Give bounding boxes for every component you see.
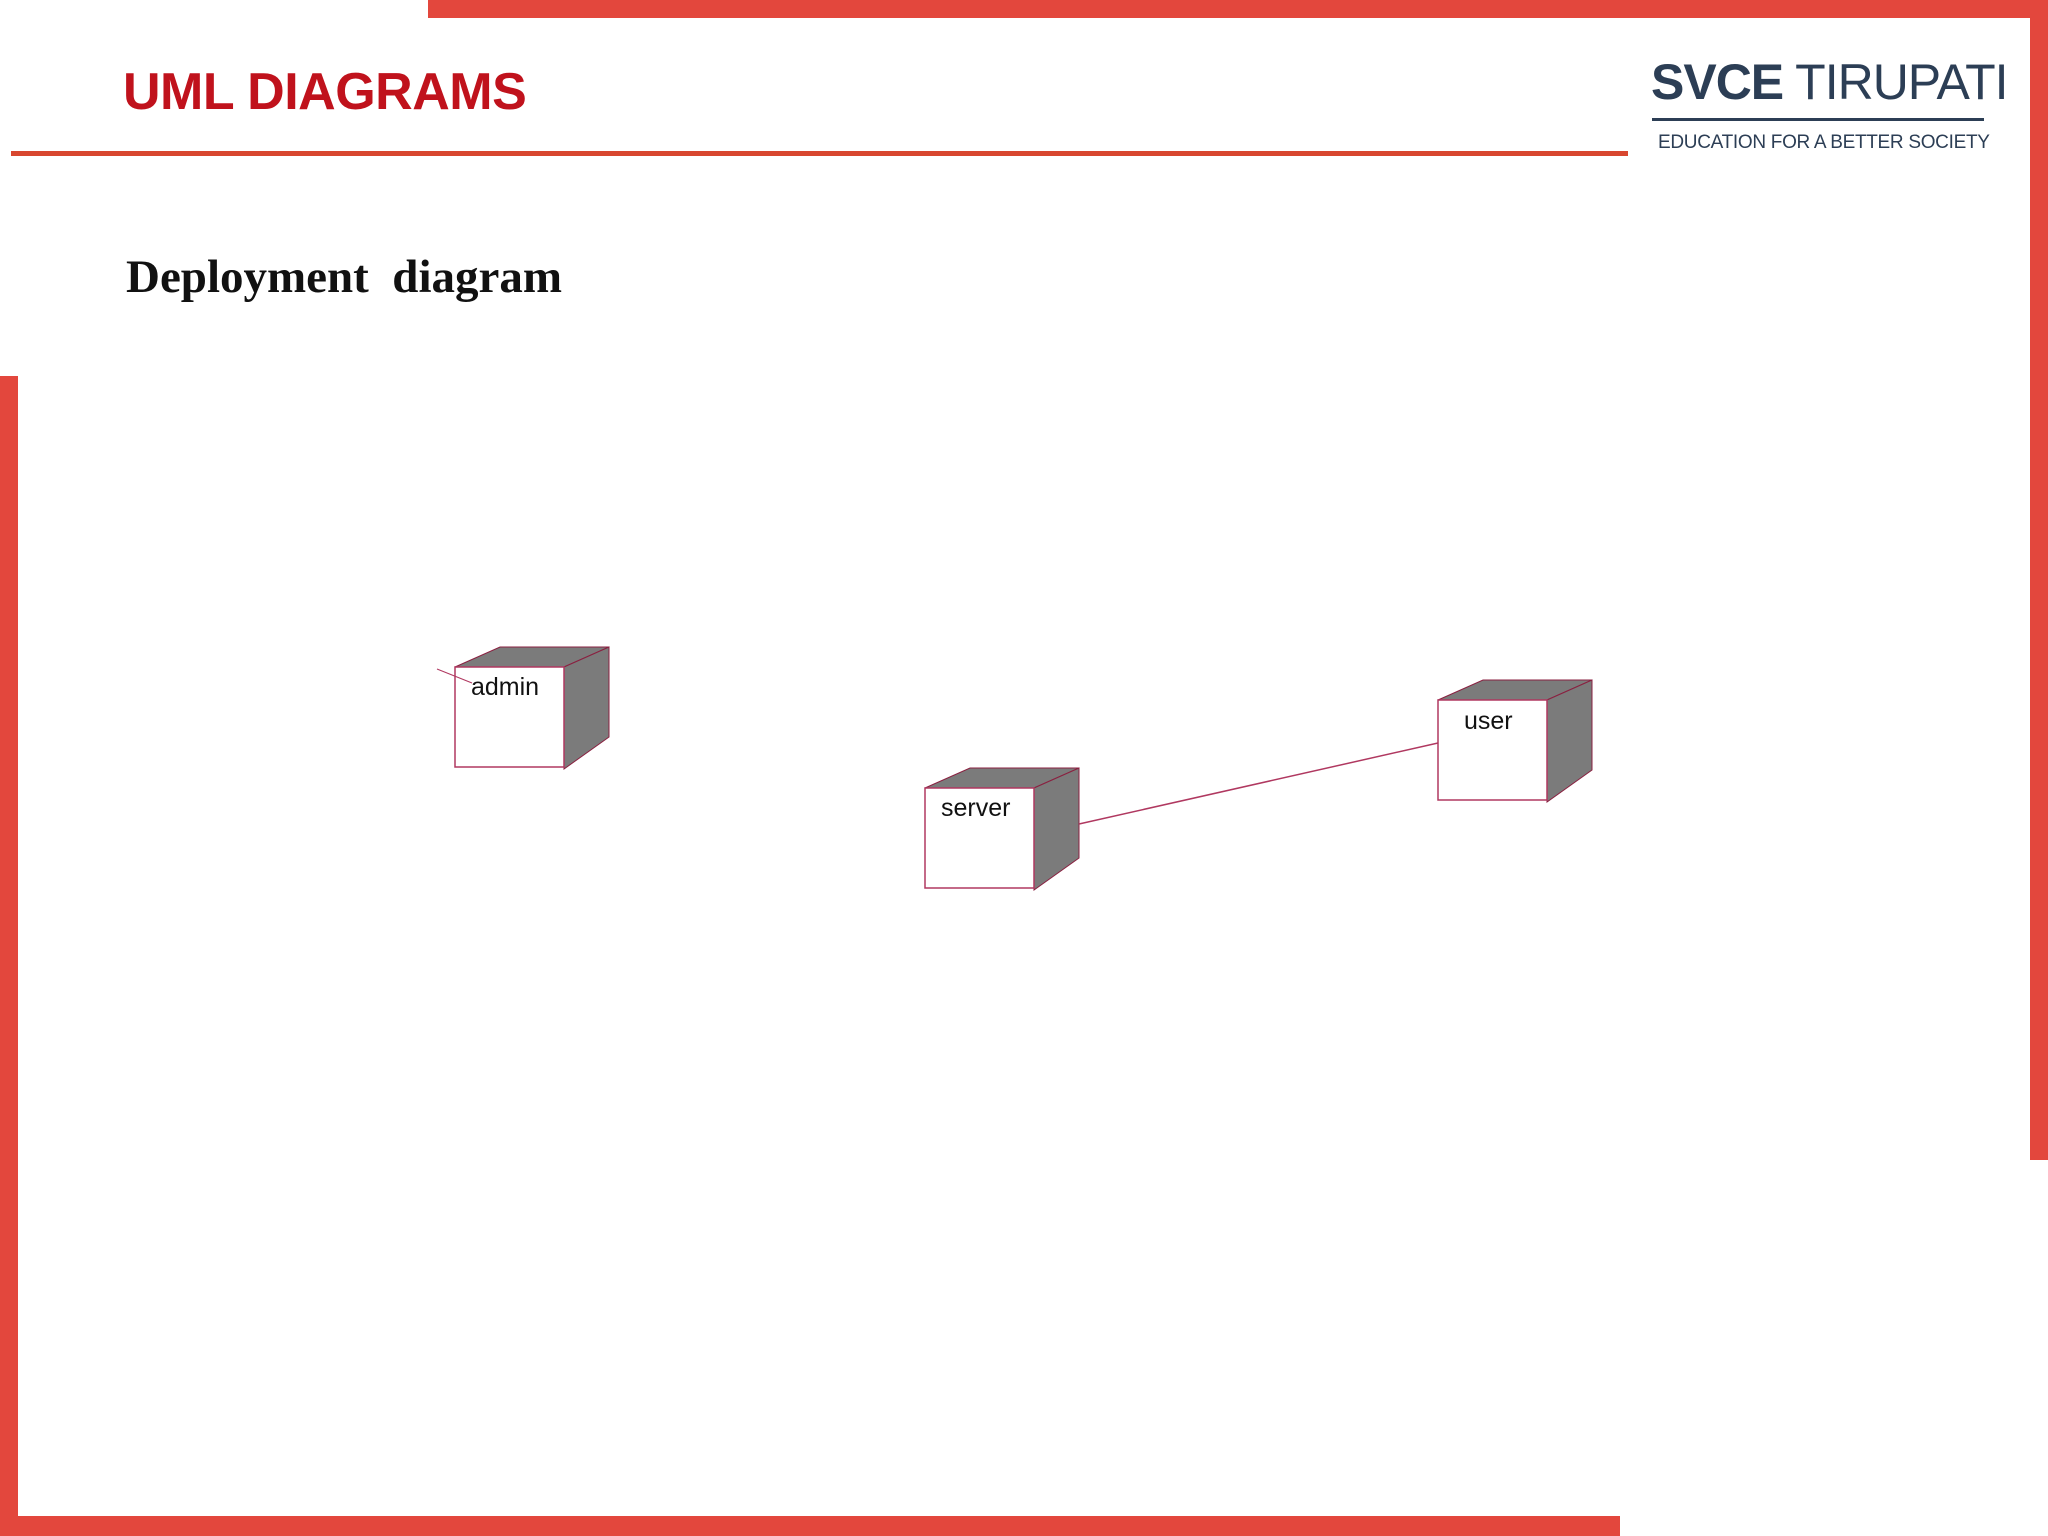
logo-wordmark: SVCE TIRUPATI xyxy=(1651,52,2009,112)
node-admin-side-face xyxy=(563,646,610,770)
node-user[interactable]: user xyxy=(1437,679,1593,803)
node-admin-tick xyxy=(436,668,473,684)
logo-tagline: EDUCATION FOR A BETTER SOCIETY xyxy=(1658,132,1990,153)
title-underline xyxy=(11,151,1628,156)
node-user-front-face xyxy=(1437,699,1548,801)
node-admin[interactable]: admin xyxy=(436,646,610,770)
left-accent-bar xyxy=(0,376,18,1536)
node-user-label: user xyxy=(1464,707,1513,735)
node-server-front-face xyxy=(924,787,1035,889)
bottom-accent-bar xyxy=(0,1516,1620,1536)
diagram-heading: Deployment diagram xyxy=(126,251,563,303)
top-accent-bar xyxy=(428,0,2048,18)
slide-title: UML DIAGRAMS xyxy=(123,63,527,121)
node-admin-label: admin xyxy=(471,673,539,701)
institution-logo: SVCE TIRUPATI EDUCATION FOR A BETTER SOC… xyxy=(1648,52,2009,162)
node-admin-front-face xyxy=(454,666,565,768)
node-server[interactable]: server xyxy=(924,767,1080,891)
logo-name-bold: SVCE xyxy=(1651,54,1784,110)
right-accent-bar xyxy=(2030,0,2048,1160)
logo-divider xyxy=(1652,118,1984,121)
node-server-label: server xyxy=(941,794,1010,822)
node-user-side-face xyxy=(1546,679,1593,803)
node-server-side-face xyxy=(1033,767,1080,891)
connection-server-user xyxy=(1078,742,1439,825)
logo-name-light: TIRUPATI xyxy=(1783,54,2008,110)
